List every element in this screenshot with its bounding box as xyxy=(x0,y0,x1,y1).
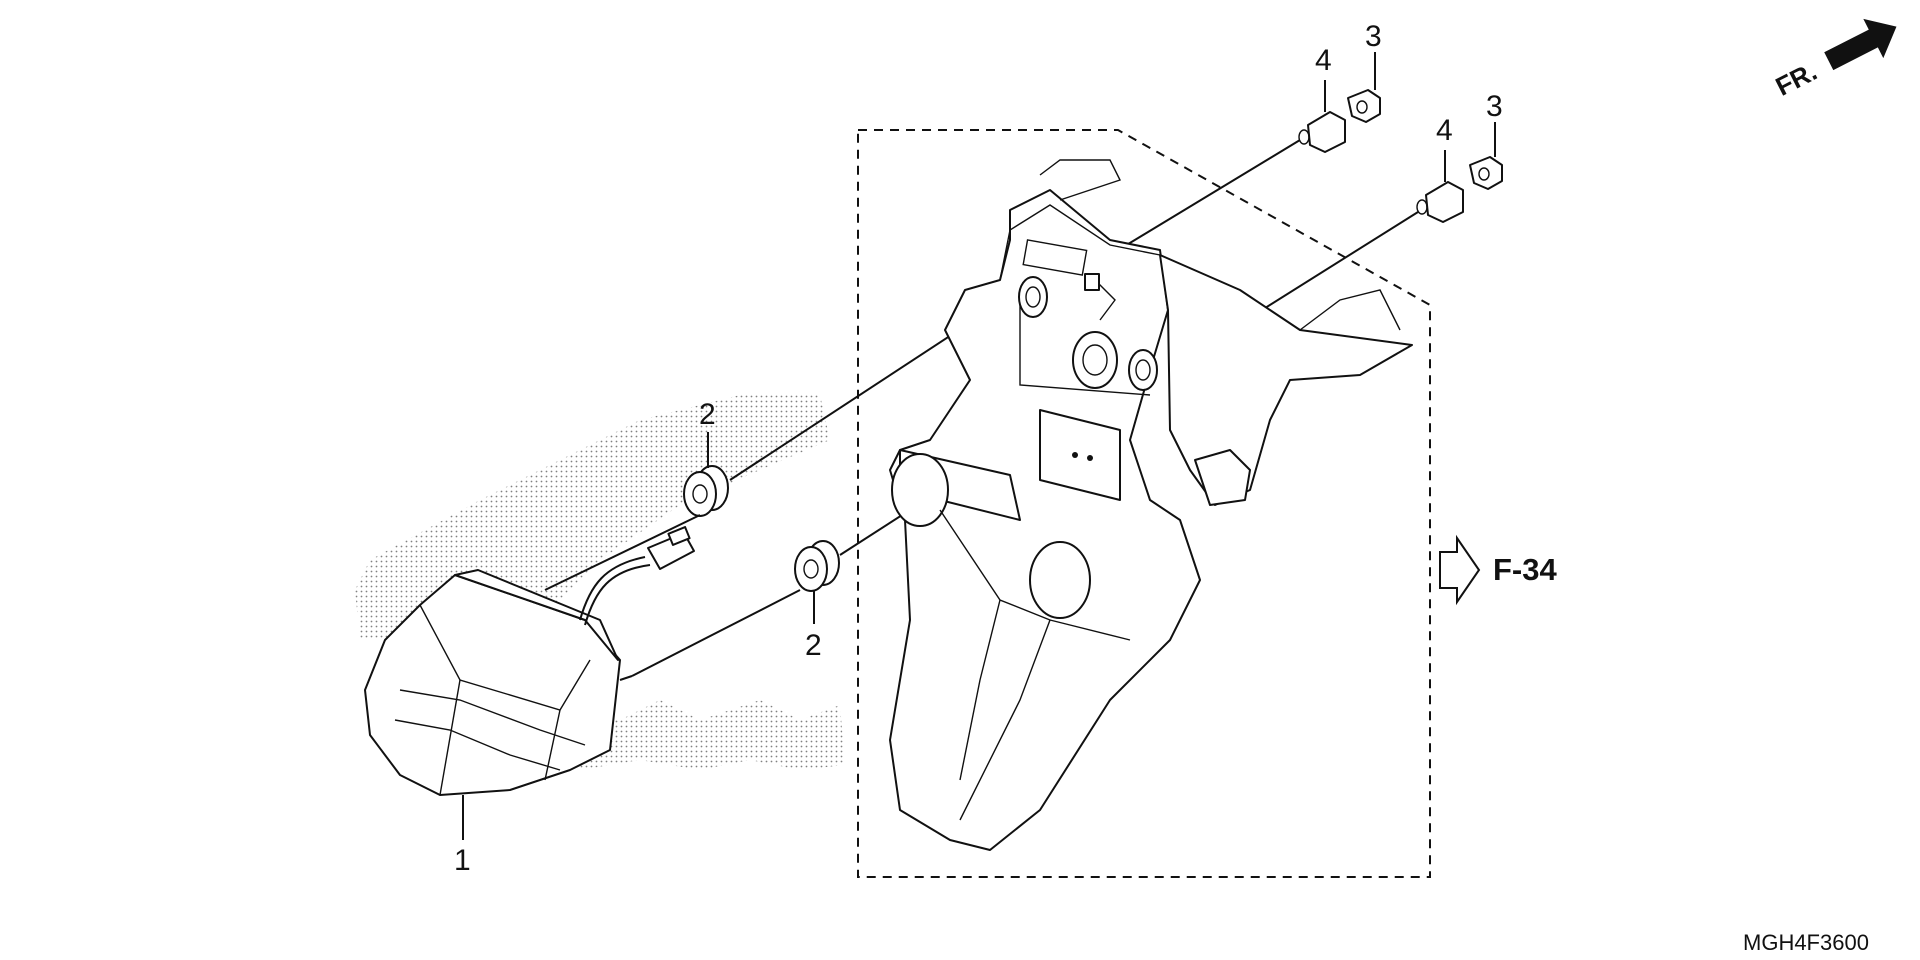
front-direction-label: FR. xyxy=(1771,56,1822,102)
callout-part-4-upper: 4 xyxy=(1315,44,1332,77)
grommet-lower xyxy=(794,540,840,592)
collar-lower xyxy=(1416,181,1464,223)
collar-upper xyxy=(1298,111,1346,153)
callout-part-2-upper: 2 xyxy=(699,398,716,431)
callout-part-4-lower: 4 xyxy=(1436,114,1453,147)
callout-part-3-lower: 3 xyxy=(1486,90,1503,123)
front-arrow-icon xyxy=(1824,18,1897,71)
reference-label: F-34 xyxy=(1493,552,1558,587)
rear-fender-bracket xyxy=(889,159,1413,851)
grommet-upper xyxy=(683,465,729,517)
nut-lower xyxy=(1469,156,1503,190)
reference-arrow-icon xyxy=(1439,534,1481,606)
callout-part-1: 1 xyxy=(454,844,471,877)
assembly-boundary xyxy=(857,129,1431,878)
tail-light-assembly xyxy=(364,526,695,796)
front-direction-indicator: FR. xyxy=(1771,18,1897,102)
drawing-code: MGH4F3600 xyxy=(1743,930,1869,955)
callout-part-3-upper: 3 xyxy=(1365,20,1382,53)
nut-upper xyxy=(1347,89,1381,123)
callout-part-2-lower: 2 xyxy=(805,629,822,662)
